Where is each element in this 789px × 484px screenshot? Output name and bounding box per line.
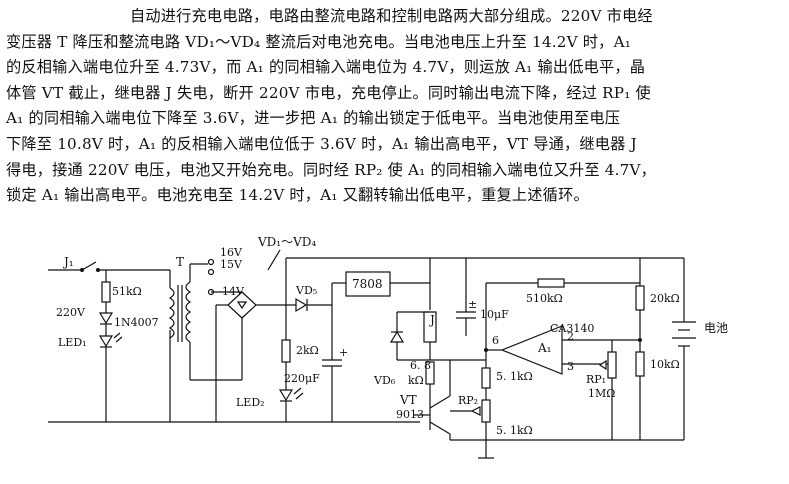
diode-1n4007: [98, 312, 114, 325]
regulator-7808: [345, 271, 391, 297]
diode-1n4007-label: 1N4007: [114, 316, 159, 329]
led1-label: LED₁: [58, 336, 87, 349]
paragraph-line: 变压器 T 降压和整流电路 VD₁～VD₄ 整流后对电池充电。当电池电压上升至 …: [6, 32, 632, 51]
paragraph-line: 锁定 A₁ 输出高电平。电池充电至 14.2V 时，A₁ 又翻转输出低电平，重复…: [6, 186, 589, 205]
paragraph-line: A₁ 的同相输入端电位下降至 3.6V，进一步把 A₁ 的输出锁定于低电平。当电…: [6, 109, 621, 128]
led1-diode: [98, 335, 114, 348]
paragraph-line: 体管 VT 截止，继电器 J 失电，断开 220V 市电，充电停止。同时输出电流…: [6, 83, 651, 102]
opamp-a1-label: A₁: [537, 341, 551, 355]
opamp-pin3-label: 3: [567, 360, 574, 373]
led2-diode: [278, 389, 294, 402]
potentiometer-rp2-label: RP₂: [458, 394, 478, 407]
capacitor-10u-label: 10μF: [480, 308, 509, 321]
potentiometer-rp1-label: RP₁: [586, 373, 606, 386]
paragraph-line: 自动进行充电电路，电路由整流电路和控制电路两大部分组成。220V 市电经: [130, 7, 653, 25]
switch-j1-contact: [81, 261, 97, 271]
opamp-a1: CA3140 A₁ 2 3 6: [450, 282, 640, 375]
description-paragraph: 自动进行充电电路，电路由整流电路和控制电路两大部分组成。220V 市电经 变压器…: [6, 4, 784, 209]
diode-vd5: [295, 297, 308, 313]
resistor-20k-label: 20kΩ: [650, 292, 680, 305]
diode-vd5-label: VD₅: [295, 284, 317, 297]
resistor-10k: [635, 351, 645, 377]
paragraph-line: 的反相输入端电位升至 4.73V，而 A₁ 的同相输入端电位为 4.7V，则运放…: [6, 58, 646, 77]
feedback-network: 510kΩ 5. 1kΩ RP₂ 5. 1kΩ RP₁ 1MΩ: [450, 278, 640, 459]
diode-vd6: [389, 330, 405, 343]
led2-label: LED₂: [236, 396, 265, 409]
transformer-secondary-coil: [185, 281, 192, 343]
resistor-2k-label: 2kΩ: [296, 344, 319, 357]
opamp-pin2-label: 2: [567, 330, 574, 343]
paragraph-line: 得电，接通 220V 电压，电池又开始充电。同时经 RP₂ 使 A₁ 的同相输入…: [6, 160, 657, 179]
bridge-rectifier: VD₁～VD₄: [170, 235, 316, 423]
potentiometer-rp1-value: 1MΩ: [588, 387, 615, 400]
resistor-6k8-label-a: 6. 8: [410, 359, 431, 372]
capacitor-10u-polarity: ±: [468, 298, 477, 311]
power-path: VD₅ 2kΩ LED₂ + 220μF: [216, 257, 640, 423]
resistor-6k8-label-b: kΩ: [408, 374, 424, 387]
switch-j1-label: J₁: [62, 255, 74, 269]
resistor-2k: [281, 339, 291, 363]
resistor-5k1-upper: [481, 367, 491, 389]
potentiometer-rp2: [481, 399, 491, 423]
opamp-pin6-label: 6: [492, 334, 499, 347]
regulator-7808-label: 7808: [352, 277, 383, 291]
opamp-a1-triangle: [500, 325, 563, 375]
transistor-part-label: 9013: [396, 408, 424, 421]
relay-j-label: J: [428, 313, 435, 327]
relay-section: J VD₆ ± 10μF 6. 8 kΩ: [373, 258, 509, 400]
diode-vd6-label: VD₆: [373, 374, 396, 387]
tap-15v-label: 15V: [220, 258, 243, 271]
resistor-51k-label: 51kΩ: [112, 285, 142, 298]
resistor-5k1-upper-label: 5. 1kΩ: [496, 370, 533, 383]
resistor-510k-label: 510kΩ: [526, 292, 563, 305]
transistor-vt: VT 9013: [396, 359, 486, 441]
opamp-part-label: CA3140: [550, 322, 594, 335]
transformer-primary-coil: [168, 287, 175, 339]
resistor-510k: [537, 278, 565, 288]
paragraph-line: 下降至 10.8V 时，A₁ 的反相输入端电位低于 3.6V 时，A₁ 输出高电…: [6, 134, 637, 153]
capacitor-220u-polarity: +: [339, 346, 348, 359]
tap-16v-label: 16V: [220, 246, 243, 259]
transformer-t: T 16V 15V 14V: [168, 246, 245, 381]
transformer-label: T: [176, 255, 184, 269]
mains-input-section: J₁ 51kΩ 220V 1N4007 LED₁: [48, 255, 171, 423]
mains-voltage-label: 220V: [56, 306, 86, 319]
capacitor-220u-label: 220μF: [284, 372, 320, 385]
battery-divider: 20kΩ 10kΩ 电池: [635, 257, 728, 441]
battery-label: 电池: [704, 321, 728, 335]
potentiometer-rp1: [607, 351, 617, 379]
resistor-51k: [101, 281, 111, 303]
resistor-10k-label: 10kΩ: [650, 358, 680, 371]
transistor-vt-label: VT: [399, 393, 417, 407]
resistor-20k: [635, 285, 645, 311]
resistor-5k1-lower-label: 5. 1kΩ: [496, 424, 533, 437]
bridge-rectifier-label: VD₁～VD₄: [257, 235, 316, 249]
